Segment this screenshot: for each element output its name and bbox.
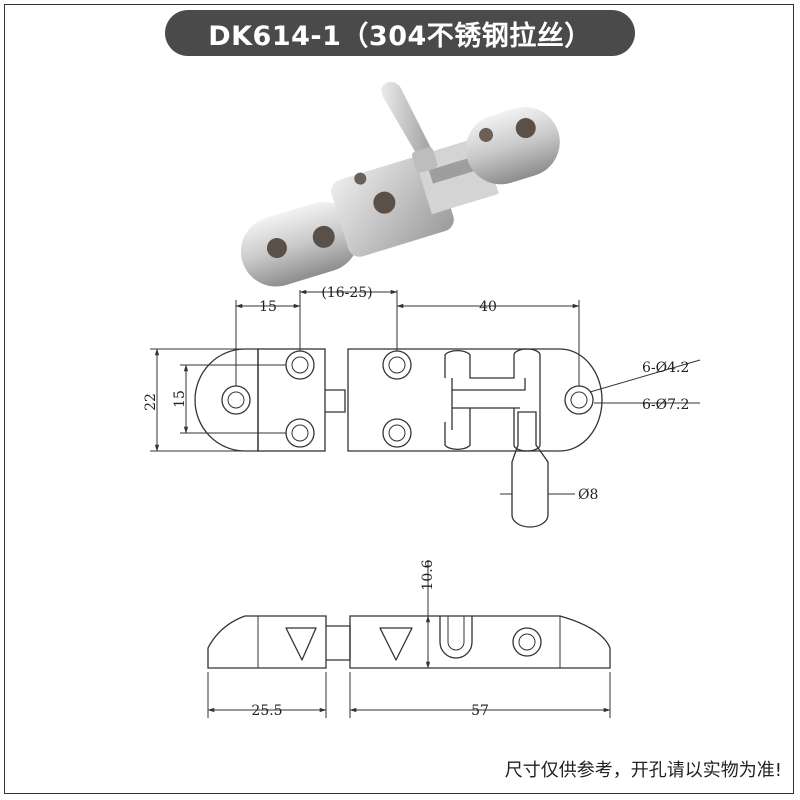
callout-hole-small: 6-Ø4.2 xyxy=(642,360,689,376)
drawing-frame xyxy=(4,4,794,794)
dim-15-side: 15 xyxy=(172,390,188,408)
side-view: 10.6 25.5 57 xyxy=(207,559,611,719)
callout-d8: Ø8 xyxy=(578,487,598,503)
dim-10-6: 10.6 xyxy=(420,559,436,590)
product-title: DK614-1（304不锈钢拉丝） xyxy=(165,10,635,56)
footer-note: 尺寸仅供参考，开孔请以实物为准! xyxy=(504,760,782,781)
dim-15-top: 15 xyxy=(259,299,277,315)
dim-16-25: (16-25) xyxy=(321,285,372,301)
top-view: 15 (16-25) 40 22 15 6-Ø4.2 6-Ø7.2 Ø8 xyxy=(143,285,701,528)
dim-57: 57 xyxy=(471,703,489,719)
dim-25-5: 25.5 xyxy=(251,703,282,719)
dim-40: 40 xyxy=(479,299,497,315)
dim-22: 22 xyxy=(143,393,159,411)
callout-hole-large: 6-Ø7.2 xyxy=(642,397,689,413)
product-photo xyxy=(240,82,560,287)
